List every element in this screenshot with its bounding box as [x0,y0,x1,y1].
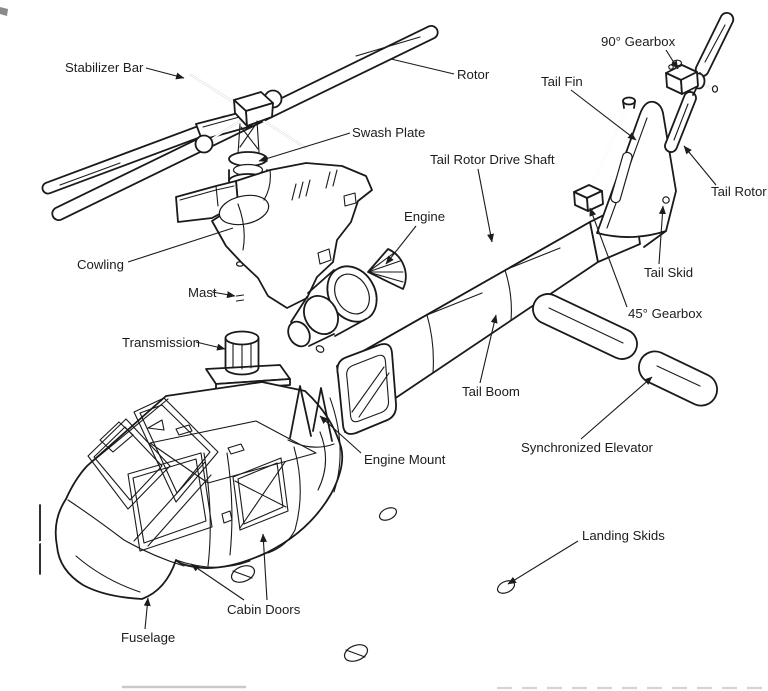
fuselage-part [36,381,344,600]
leader-fuselage [143,597,151,630]
label-stabilizer-bar: Stabilizer Bar [65,60,144,75]
label-cowling: Cowling [77,257,124,272]
leader-lines [127,49,717,630]
mast-part [235,261,245,337]
rear-cross-tube [386,518,481,598]
leader-cabin-door-rear [259,533,268,601]
nose-contours [67,499,185,593]
roof-window [99,419,165,453]
engine-exhaust [367,248,407,290]
gearbox-90-part [665,59,699,95]
cabin-door [221,446,301,556]
cowling-vents [291,169,338,201]
leader-rotor [390,58,455,75]
leader-engine-mount [319,415,362,454]
far-skid-rear-cap [378,507,398,521]
leader-90-gearbox [665,49,679,70]
leader-landing-skids [507,540,579,585]
blade-grip [195,110,253,141]
engine-part [287,248,407,348]
leader-tail-rotor [683,145,717,186]
label-tail-skid: Tail Skid [644,265,693,280]
tail-fin-part [596,100,677,248]
label-tail-boom: Tail Boom [462,384,520,399]
leader-swash-plate [258,132,351,162]
front-cross-tube [281,559,394,642]
leader-synchronized-elevator [580,376,653,440]
leader-45-gearbox [589,207,628,308]
tail-rotor-part [664,12,735,153]
fuselage-body [54,381,344,600]
label-transmission: Transmission [122,335,200,350]
label-cabin-doors: Cabin Doors [227,602,301,617]
elevator-right-blade [638,350,718,407]
leader-stabilizer-bar [145,67,185,80]
far-skid-front-shoe [230,565,256,583]
leader-tail-fin [570,89,637,141]
label-tail-rotor-drive-shaft: Tail Rotor Drive Shaft [430,152,555,167]
label-fuselage: Fuselage [121,630,175,645]
label-engine: Engine [404,209,445,224]
near-skid-front-shoe [343,644,369,662]
stabilizer-weight-left [194,134,214,154]
leader-mast [211,291,236,299]
leader-transmission [195,341,226,351]
label-tail-rotor: Tail Rotor [711,184,767,199]
label-landing-skids: Landing Skids [582,528,665,543]
windshield-left-pane [87,418,171,510]
leader-tail-skid [658,205,666,265]
synchronized-elevator-part [532,293,718,407]
label-rotor: Rotor [457,67,490,82]
windshield-right-pane [133,397,219,503]
boom-panel-seams [426,247,561,374]
elevator-left-blade [532,293,638,360]
main-rotor-assembly [41,24,439,222]
label-swash-plate: Swash Plate [352,125,425,140]
label-engine-mount: Engine Mount [364,452,446,467]
leader-tail-boom [479,314,498,384]
label-90-gearbox: 90° Gearbox [601,34,676,49]
corner-artifact [0,7,8,16]
leader-engine [385,225,417,265]
landing-skids-part [230,507,516,662]
cowling-part [175,162,373,309]
tail-rotor-drive-shaft-part [315,190,583,353]
cockpit-door [127,452,213,567]
door-handle [221,510,233,524]
cowling-intake [218,194,270,226]
label-synchronized-elevator: Synchronized Elevator [521,440,654,455]
label-mast: Mast [188,285,217,300]
leader-tail-rotor-drive-shaft [477,168,494,243]
leader-cabin-door-front [190,563,245,601]
roof-deck [149,420,317,484]
label-tail-fin: Tail Fin [541,74,583,89]
gearbox-45-part [573,96,636,212]
label-45-gearbox: 45° Gearbox [628,306,703,321]
labels: Stabilizer Bar Rotor 90° Gearbox Tail Fi… [65,34,767,645]
leader-cowling [127,227,234,263]
